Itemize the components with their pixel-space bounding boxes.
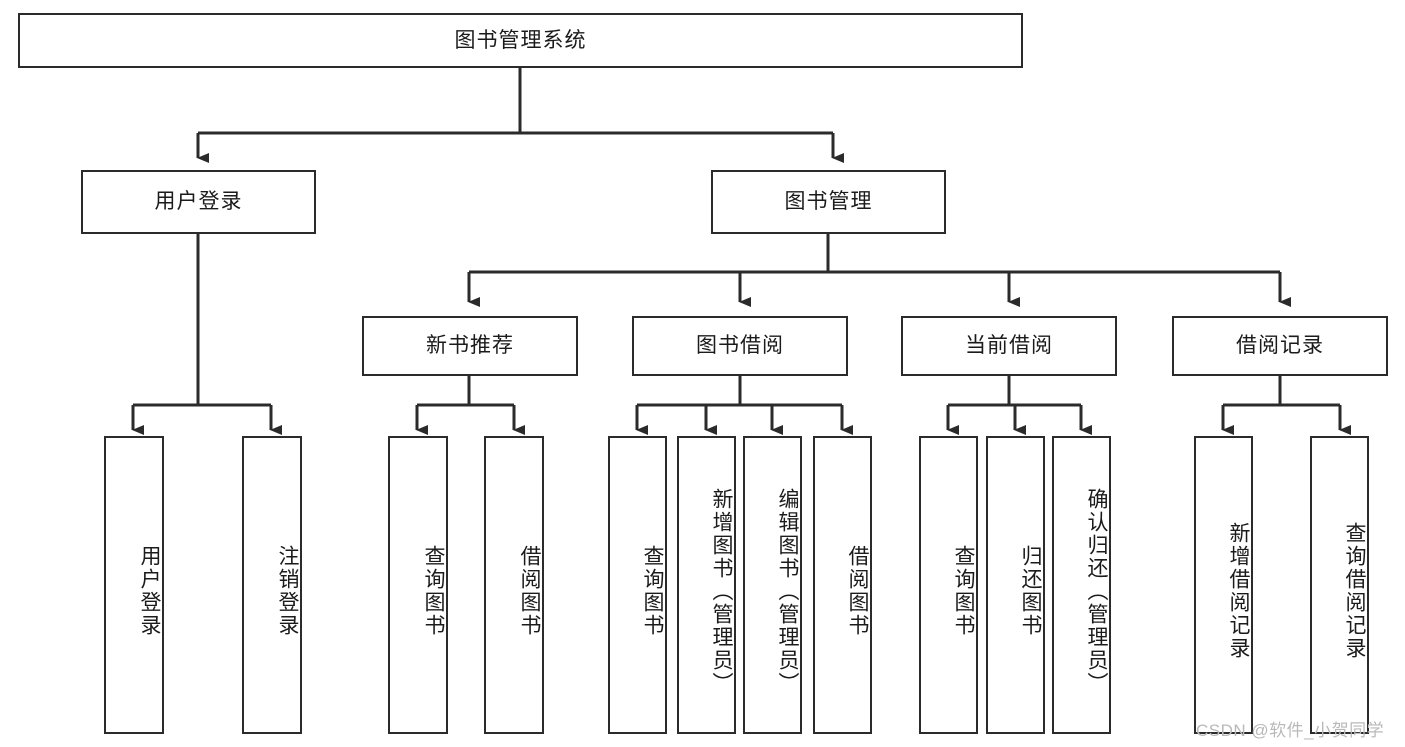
leaf-user-login-signout[interactable]: 注销登录 (242, 436, 302, 734)
watermark-text: CSDN @软件_小贺同学 (1196, 721, 1385, 740)
leaf-current-confirm-return-admin[interactable]: 确认归还（管理员） (1052, 436, 1111, 734)
leaf-recommend-query-book[interactable]: 查询图书 (388, 436, 448, 734)
node-new-book-recommend[interactable]: 新书推荐 (362, 316, 578, 376)
node-label: 查询图书 (422, 545, 445, 637)
leaf-borrow-edit-book-admin[interactable]: 编辑图书（管理员） (743, 436, 802, 734)
node-label: 借阅记录 (1236, 334, 1324, 358)
node-label: 注销登录 (276, 545, 299, 637)
leaf-record-query-record[interactable]: 查询借阅记录 (1310, 436, 1369, 734)
leaf-recommend-borrow-book[interactable]: 借阅图书 (484, 436, 544, 734)
leaf-current-return-book[interactable]: 归还图书 (986, 436, 1045, 734)
leaf-current-query-book[interactable]: 查询图书 (919, 436, 978, 734)
leaf-borrow-query-book[interactable]: 查询图书 (608, 436, 667, 734)
node-user-login[interactable]: 用户登录 (81, 170, 316, 234)
leaf-borrow-borrow-book[interactable]: 借阅图书 (813, 436, 872, 734)
node-label: 新增图书（管理员） (710, 487, 733, 695)
node-root-system[interactable]: 图书管理系统 (18, 13, 1023, 68)
node-label: 新书推荐 (426, 334, 514, 358)
node-book-management[interactable]: 图书管理 (711, 170, 946, 234)
node-label: 借阅图书 (518, 545, 541, 637)
node-label: 借阅图书 (846, 545, 869, 637)
leaf-record-add-record[interactable]: 新增借阅记录 (1194, 436, 1253, 734)
leaf-user-login-signin[interactable]: 用户登录 (104, 436, 164, 734)
node-borrow-record[interactable]: 借阅记录 (1172, 316, 1388, 376)
node-label: 查询借阅记录 (1343, 522, 1366, 660)
node-current-borrow[interactable]: 当前借阅 (901, 316, 1117, 376)
node-label: 用户登录 (138, 545, 161, 637)
node-book-borrow[interactable]: 图书借阅 (632, 316, 848, 376)
node-label: 图书管理系统 (454, 28, 587, 52)
node-label: 查询图书 (952, 545, 975, 637)
node-label: 当前借阅 (965, 334, 1053, 358)
node-label: 查询图书 (641, 545, 664, 637)
node-label: 归还图书 (1019, 545, 1042, 637)
node-label: 图书管理 (784, 190, 873, 214)
node-label: 确认归还（管理员） (1085, 487, 1108, 695)
node-label: 新增借阅记录 (1227, 522, 1250, 660)
leaf-borrow-add-book-admin[interactable]: 新增图书（管理员） (677, 436, 736, 734)
node-label: 用户登录 (154, 190, 243, 214)
node-label: 编辑图书（管理员） (776, 487, 799, 695)
node-label: 图书借阅 (696, 334, 784, 358)
